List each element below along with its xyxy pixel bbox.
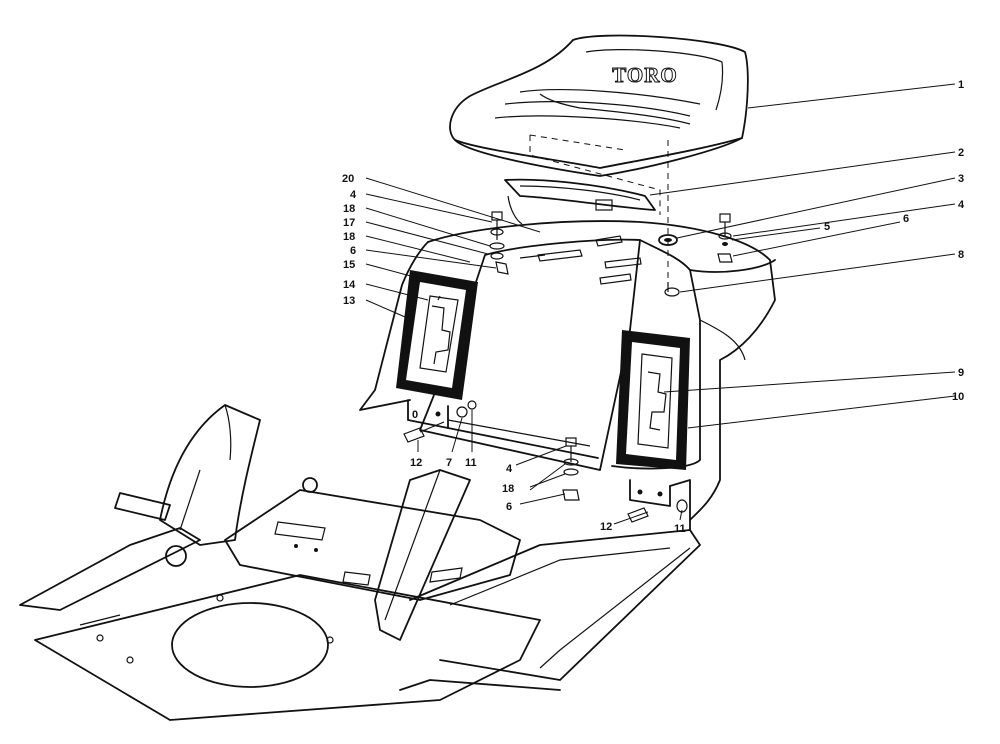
callout-7: 7 (446, 457, 452, 469)
right-top-hardware (658, 213, 733, 297)
callout-17: 17 (343, 217, 355, 229)
callout-10: 10 (952, 391, 964, 403)
callout-11-right: 11 (674, 523, 686, 535)
callout-1: 1 (958, 79, 964, 91)
callout-12-right: 12 (600, 521, 612, 533)
center-bottom-hardware (562, 437, 580, 501)
svg-text:0: 0 (412, 409, 418, 421)
callout-18-left-top: 18 (343, 203, 355, 215)
callout-12-left: 12 (410, 457, 422, 469)
callout-15: 15 (343, 259, 355, 271)
callout-8: 8 (958, 249, 964, 261)
callout-4-left: 4 (350, 189, 357, 201)
left-bracket: 0 (403, 399, 599, 459)
right-bracket (627, 479, 691, 531)
right-decal-plate (616, 330, 690, 470)
leader-lines (365, 83, 956, 525)
left-decal-plate (396, 270, 478, 400)
callout-4-center: 4 (506, 463, 513, 475)
callout-6-left: 6 (350, 245, 356, 257)
callout-11-left: 11 (465, 457, 477, 469)
callout-6-right: 6 (903, 213, 909, 225)
seat: TORO (449, 34, 749, 177)
callout-18-center: 18 (502, 483, 514, 495)
tractor-frame (19, 404, 701, 721)
callout-labels: 1 2 3 4 5 6 8 9 10 20 4 18 17 18 6 15 14… (342, 79, 965, 535)
callout-4-right: 4 (958, 199, 965, 211)
callout-13: 13 (343, 295, 355, 307)
callout-20: 20 (342, 173, 354, 185)
callout-14: 14 (343, 279, 356, 291)
callout-18-left-bottom: 18 (343, 231, 355, 243)
callout-5: 5 (824, 221, 830, 233)
callout-3: 3 (958, 173, 964, 185)
fender-body (359, 220, 776, 521)
seat-mount-guides (529, 134, 669, 290)
seat-adjuster (504, 178, 656, 225)
callout-9: 9 (958, 367, 964, 379)
callout-2: 2 (958, 147, 964, 159)
callout-6-center: 6 (506, 501, 512, 513)
brand-label: TORO (612, 63, 677, 87)
